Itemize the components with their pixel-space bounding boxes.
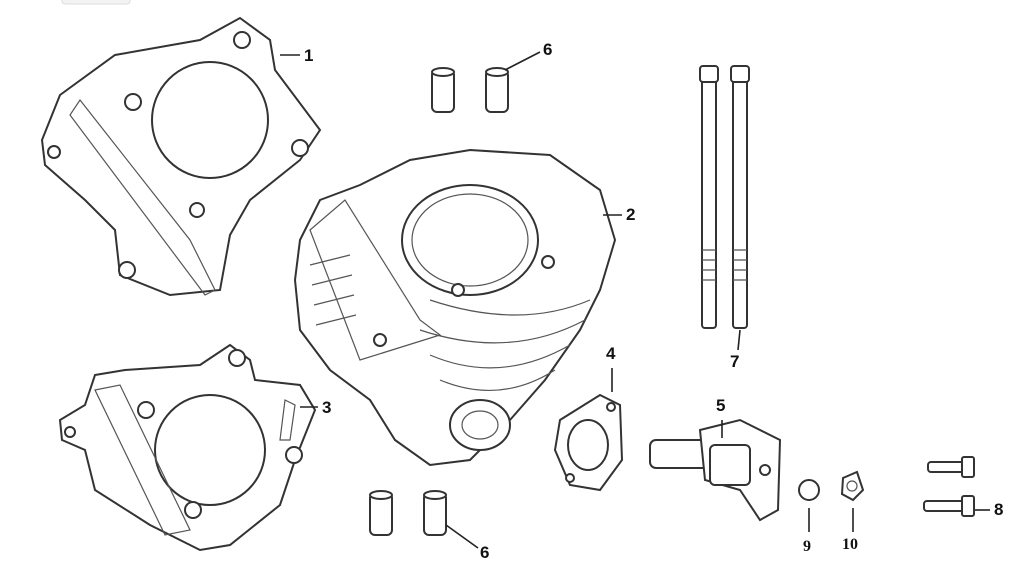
o-ring-part-9	[798, 479, 820, 501]
callout-4: 4	[606, 344, 616, 363]
studs-part-7	[699, 65, 750, 329]
callout-2: 2	[626, 205, 636, 224]
top-tab	[61, 0, 131, 5]
callout-10: 10	[842, 536, 858, 553]
intake-gasket-part-4	[553, 393, 624, 492]
dowel-pins-part-6-top	[431, 67, 509, 113]
callout-6-top: 6	[543, 40, 553, 59]
callout-7: 7	[730, 352, 740, 371]
callout-9: 9	[803, 538, 811, 555]
callout-1: 1	[304, 46, 314, 65]
callout-8: 8	[994, 500, 1004, 519]
cylinder-part-2	[293, 148, 617, 467]
callout-5: 5	[716, 396, 726, 415]
callout-6-bottom: 6	[480, 543, 490, 562]
bolts-part-8	[923, 456, 975, 517]
head-gasket-part-1	[40, 16, 322, 297]
callout-3: 3	[322, 398, 332, 417]
cam-chain-tensioner-part-5	[649, 418, 782, 522]
base-gasket-part-3	[58, 343, 317, 552]
cap-bolt-part-10	[840, 470, 865, 502]
dowel-pins-part-6-bottom	[369, 490, 447, 536]
